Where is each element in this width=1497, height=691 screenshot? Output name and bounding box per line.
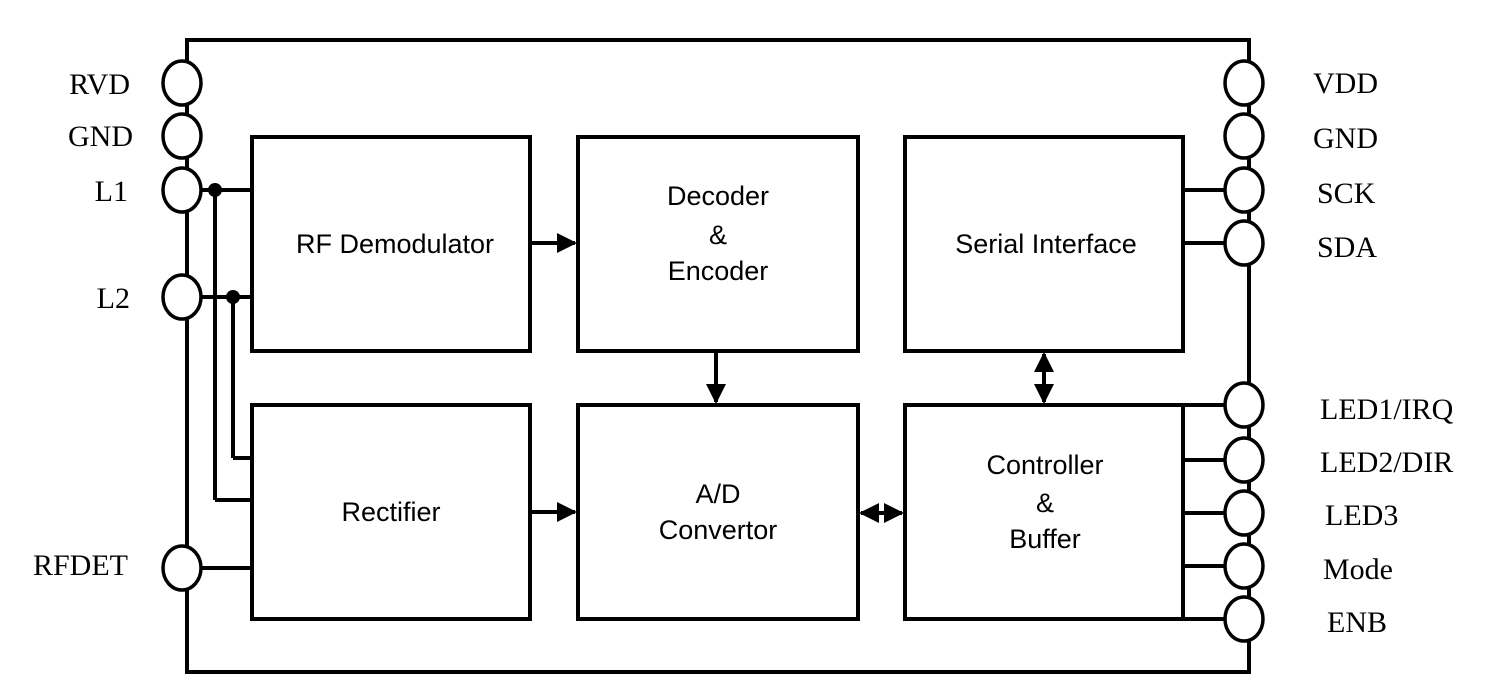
buffer-label: Buffer (1009, 524, 1081, 554)
pin-led3 (1223, 489, 1265, 537)
rf-demodulator-block (250, 135, 532, 353)
controller-label: Controller (986, 450, 1103, 480)
pin-l2 (161, 273, 203, 321)
label-gnd-right: GND (1313, 122, 1378, 155)
left-wiring (199, 183, 252, 570)
rectifier-label: Rectifier (341, 497, 440, 527)
serial-interface-block (903, 135, 1185, 353)
label-enb: ENB (1327, 606, 1387, 639)
pin-led1 (1223, 381, 1265, 429)
pin-vdd (1223, 59, 1265, 107)
pin-rfdet (161, 544, 203, 592)
label-gnd-left: GND (68, 120, 133, 153)
label-l1: L1 (95, 175, 128, 208)
controller-buffer-block (903, 403, 1185, 621)
pin-enb (1223, 595, 1265, 643)
controller-amp-label: & (1036, 488, 1054, 518)
pin-mode (1223, 542, 1265, 590)
right-wiring (1183, 188, 1230, 621)
pin-sck (1223, 166, 1265, 214)
label-l2: L2 (97, 282, 130, 315)
label-rfdet: RFDET (33, 549, 128, 582)
label-led3: LED3 (1325, 499, 1398, 532)
label-vdd: VDD (1313, 67, 1378, 100)
pin-gnd-right (1223, 112, 1265, 160)
serial-interface-label: Serial Interface (955, 229, 1137, 259)
convertor-label: Convertor (659, 515, 778, 545)
pin-gnd-left (161, 112, 203, 160)
junction-dot (226, 290, 240, 304)
decoder-amp-label: & (709, 220, 727, 250)
label-sck: SCK (1317, 177, 1376, 210)
encoder-label: Encoder (668, 256, 769, 286)
decoder-label: Decoder (667, 181, 769, 211)
label-mode: Mode (1323, 553, 1393, 586)
pin-sda (1223, 219, 1265, 267)
chip-outline (185, 38, 1251, 674)
junction-dot (208, 183, 222, 197)
decoder-encoder-block (576, 135, 860, 353)
ad-convertor-block (576, 403, 860, 621)
rf-demodulator-label: RF Demodulator (296, 229, 494, 259)
pin-led2 (1223, 436, 1265, 484)
pin-l1 (161, 166, 203, 214)
rectifier-block (250, 403, 532, 621)
label-sda: SDA (1317, 231, 1377, 264)
pin-rvd (161, 59, 203, 107)
ad-label: A/D (695, 479, 740, 509)
label-led2: LED2/DIR (1320, 446, 1453, 479)
label-led1: LED1/IRQ (1320, 393, 1454, 426)
label-rvd: RVD (69, 68, 130, 101)
